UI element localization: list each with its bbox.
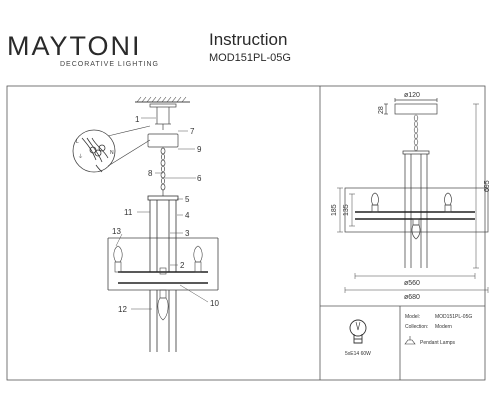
assembly-drawing: L N ⏚	[72, 96, 219, 352]
callout-11: 11	[124, 208, 133, 217]
bulb-icon	[349, 319, 367, 344]
callout-7: 7	[190, 127, 195, 136]
dim-outer-width: ø680	[404, 294, 420, 301]
model-code: MOD151PL-05G	[209, 52, 291, 64]
brand-tagline: DECORATIVE LIGHTING	[60, 61, 159, 68]
bulbs	[113, 245, 203, 321]
central-tube	[147, 195, 179, 352]
model-value: MOD151PL-05G	[435, 314, 472, 320]
pendant-icon	[404, 336, 416, 345]
layout-frame	[6, 85, 486, 381]
type-label: Pendant Lamps	[420, 340, 456, 346]
callout-3: 3	[185, 229, 190, 238]
bulb-spec: 5xE14 60W	[345, 351, 371, 357]
arm-frame	[118, 271, 208, 284]
callout-12: 12	[118, 305, 127, 314]
document-title: Instruction	[209, 30, 288, 49]
collection-label: Collection:	[405, 324, 428, 330]
dim-canopy-height: 28	[378, 106, 385, 114]
ground-icon: ⏚	[78, 153, 83, 160]
callout-5: 5	[185, 195, 190, 204]
info-box: 5xE14 60W Model: MOD151PL-05G Collection…	[345, 314, 472, 357]
callout-9: 9	[197, 145, 202, 154]
callout-13: 13	[112, 227, 121, 236]
wire-label-n: N	[110, 150, 114, 156]
dimension-drawing: ø120 28	[331, 92, 491, 301]
brand-logo: MAYTONI	[7, 31, 142, 61]
wire-label-l: L	[76, 139, 79, 145]
callout-1: 1	[135, 115, 140, 124]
collection-value: Modern	[435, 324, 452, 330]
suspension-chain	[160, 147, 166, 196]
dim-total-height: 695	[484, 180, 491, 192]
model-label: Model:	[405, 314, 420, 320]
wiring-detail: L N ⏚	[72, 125, 151, 173]
callout-10: 10	[210, 299, 219, 308]
dim-inner-width: ø560	[404, 280, 420, 287]
dim-height-135: 135	[343, 204, 350, 216]
dim-height-185: 185	[331, 204, 338, 216]
callout-2: 2	[180, 261, 185, 270]
callout-6: 6	[197, 174, 202, 183]
callout-8: 8	[148, 169, 153, 178]
dim-canopy-diameter: ø120	[404, 92, 420, 99]
callout-4: 4	[185, 211, 190, 220]
